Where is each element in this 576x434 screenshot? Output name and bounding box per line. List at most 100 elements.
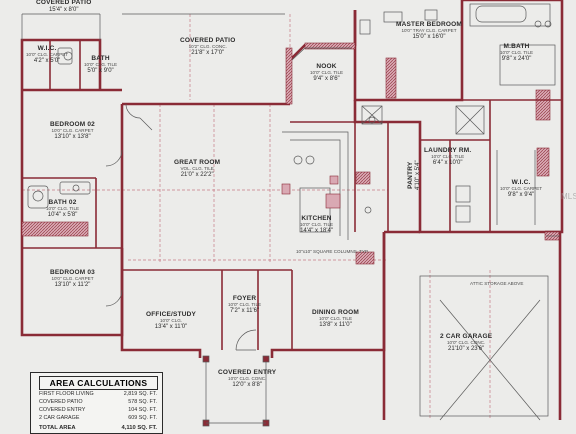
room-sub: 10'0" CLG. TILE (431, 153, 465, 159)
room-name: LAUNDRY RM. (424, 147, 472, 154)
room-dims: 15'0" x 16'0" (412, 33, 446, 40)
room-label-nook: NOOK 10'0" CLG. TILE 9'4" x 8'6" (310, 63, 344, 82)
room-sub: 10'0" CLG. TILE (310, 69, 344, 75)
room-label-office-study: OFFICE/STUDY 10'0" CLG. 13'4" x 11'0" (146, 311, 197, 330)
watermark-text: MLS (560, 192, 576, 201)
room-name: BEDROOM 03 (50, 269, 95, 276)
room-dims: 13'10" x 13'8" (54, 133, 91, 140)
room-dims: 7'2" x 11'6" (229, 307, 260, 314)
room-dims: 13'4" x 11'0" (154, 323, 188, 330)
room-dims: 5'0" x 9'0" (87, 67, 114, 74)
room-name: W.I.C. (511, 179, 531, 186)
room-sub: 10'0" CLG. TILE (300, 221, 334, 227)
area-total-label: TOTAL AREA (39, 425, 76, 431)
room-name: GREAT ROOM (174, 159, 221, 166)
room-name: COVERED ENTRY (218, 369, 277, 376)
room-name: BEDROOM 02 (50, 121, 95, 128)
room-sub: 10'2" CLG. CONC. (188, 43, 227, 49)
area-row-value: 2,819 SQ. FT. (123, 391, 157, 397)
room-label-garage: 2 CAR GARAGE 10'0" CLG. CONC. 21'10" x 2… (440, 333, 493, 352)
room-name: 2 CAR GARAGE (440, 333, 493, 340)
room-name: FOYER (232, 295, 257, 302)
room-name: OFFICE/STUDY (146, 311, 197, 318)
round-fixtures (32, 20, 552, 214)
room-dims: 4'10" x 5'4" (414, 160, 421, 190)
room-name: M.BATH (503, 43, 530, 50)
area-row-label: 2 CAR GARAGE (39, 415, 80, 421)
room-name: PANTRY (407, 161, 414, 189)
room-label-pantry: PANTRY 4'10" x 5'4" (407, 160, 421, 190)
note-text: 10"x10" SQUARE COLUMNS, TYP. (296, 249, 369, 254)
room-sub: 10'0" CLG. CONC. (228, 375, 267, 381)
room-label-bedroom-02: BEDROOM 02 10'0" CLG. CARPET 13'10" x 13… (50, 121, 95, 140)
ceiling-guide-lines (22, 14, 491, 420)
room-sub: 10'0" CLG. CARPET (51, 127, 94, 133)
room-label-master-bedroom: MASTER BEDROOM 10'0" TRAY CLG. CARPET 15… (396, 21, 462, 40)
room-name: MASTER BEDROOM (396, 21, 462, 28)
room-dims: 9'8" x 9'4" (507, 191, 535, 198)
room-label-laundry: LAUNDRY RM. 10'0" CLG. TILE 6'4" x 10'0" (424, 147, 472, 166)
room-name: W.I.C. (37, 45, 57, 52)
room-name: NOOK (316, 63, 337, 70)
room-sub: 10'0" CLG. CARPET (500, 185, 543, 191)
room-label-great-room: GREAT ROOM VOL. CLG. TILE 21'0" x 22'2" (174, 159, 221, 178)
area-total-value: 4,110 SQ. FT. (121, 425, 157, 431)
area-row-label: COVERED ENTRY (39, 407, 86, 413)
area-row-value: 609 SQ. FT. (128, 415, 157, 421)
room-sub: 10'0" CLG. TILE (46, 205, 80, 211)
area-row-value: 578 SQ. FT. (128, 399, 157, 405)
area-calculations-title: AREA CALCULATIONS (39, 376, 158, 390)
room-name: KITCHEN (301, 215, 332, 222)
room-dims: 14'4" x 18'4" (300, 227, 333, 234)
interior-walls (22, 40, 562, 350)
room-name: BATH 02 (48, 199, 77, 206)
room-sub: 10'0" TRAY CLG. CARPET (401, 27, 457, 33)
room-sub: 10'0" CLG. TILE (318, 315, 353, 321)
room-dims: 13'8" x 11'0" (319, 321, 352, 328)
room-dims: 6'4" x 10'0" (432, 159, 463, 166)
room-sub: 10'0" CLG. TILE (500, 49, 534, 55)
area-calculations-table: AREA CALCULATIONS FIRST FLOOR LIVING 2,8… (30, 372, 163, 434)
room-name: BATH (91, 55, 110, 62)
room-sub: 10'0" CLG. TILE (228, 301, 262, 307)
room-sub: 10'0" CLG. CARPET (51, 275, 94, 281)
room-dims: 21'0" x 22'2" (180, 171, 214, 178)
room-dims: 21'10" x 23'6" (448, 345, 485, 352)
room-sub: 10'0" CLG. TILE (84, 61, 118, 67)
room-sub: 10'0" CLG. CARPET (26, 51, 69, 57)
room-dims: 12'0" x 8'8" (232, 381, 262, 388)
room-label-covered-patio-left: COVERED PATIO 15'4" x 8'0" (36, 0, 91, 13)
room-label-kitchen: KITCHEN 10'0" CLG. TILE 14'4" x 18'4" (300, 215, 334, 234)
columns-note: 10"x10" SQUARE COLUMNS, TYP. (296, 249, 369, 255)
area-row-value: 104 SQ. FT. (128, 407, 157, 413)
cabinet-blocks (281, 175, 341, 209)
room-dims: 9'4" x 8'6" (313, 75, 340, 82)
room-label-covered-patio: COVERED PATIO 10'2" CLG. CONC. 21'8" x 1… (180, 37, 236, 56)
room-label-bedroom-03: BEDROOM 03 10'0" CLG. CARPET 13'10" x 11… (50, 269, 95, 288)
room-label-wic-left: W.I.C. 10'0" CLG. CARPET 4'2" x 5'0" (26, 45, 69, 64)
room-sub: 10'0" CLG. CONC. (447, 339, 486, 345)
room-label-m-bath: M.BATH 10'0" CLG. TILE 9'8" x 24'0" (500, 43, 534, 62)
room-sub: VOL. CLG. TILE (180, 165, 214, 171)
room-dims: 4'2" x 5'0" (33, 57, 61, 64)
room-dims: 9'8" x 24'0" (501, 55, 532, 62)
area-row-label: FIRST FLOOR LIVING (39, 391, 94, 397)
room-sub: 10'0" CLG. (159, 317, 183, 323)
note-text: ATTIC STORAGE ABOVE (470, 281, 524, 286)
room-label-covered-entry: COVERED ENTRY 10'0" CLG. CONC. 12'0" x 8… (218, 369, 277, 388)
room-dims: 13'10" x 11'2" (54, 281, 91, 288)
room-name: COVERED PATIO (180, 37, 236, 44)
attic-note: ATTIC STORAGE ABOVE (470, 281, 524, 287)
room-label-wic-right: W.I.C. 10'0" CLG. CARPET 9'8" x 9'4" (500, 179, 543, 198)
room-name: COVERED PATIO (36, 0, 92, 6)
room-name: DINING ROOM (312, 309, 359, 316)
room-label-foyer: FOYER 10'0" CLG. TILE 7'2" x 11'6" (228, 295, 262, 314)
room-dims: 10'4" x 5'8" (47, 211, 78, 218)
room-dims: 15'4" x 8'0" (48, 6, 79, 13)
room-label-bath-small: BATH 10'0" CLG. TILE 5'0" x 9'0" (84, 55, 118, 74)
area-row-label: COVERED PATIO (39, 399, 83, 405)
room-dims: 21'8" x 17'0" (191, 49, 225, 56)
room-label-dining-room: DINING ROOM 10'0" CLG. TILE 13'8" x 11'0… (312, 309, 359, 328)
room-label-bath-02: BATH 02 10'0" CLG. TILE 10'4" x 5'8" (46, 199, 80, 218)
